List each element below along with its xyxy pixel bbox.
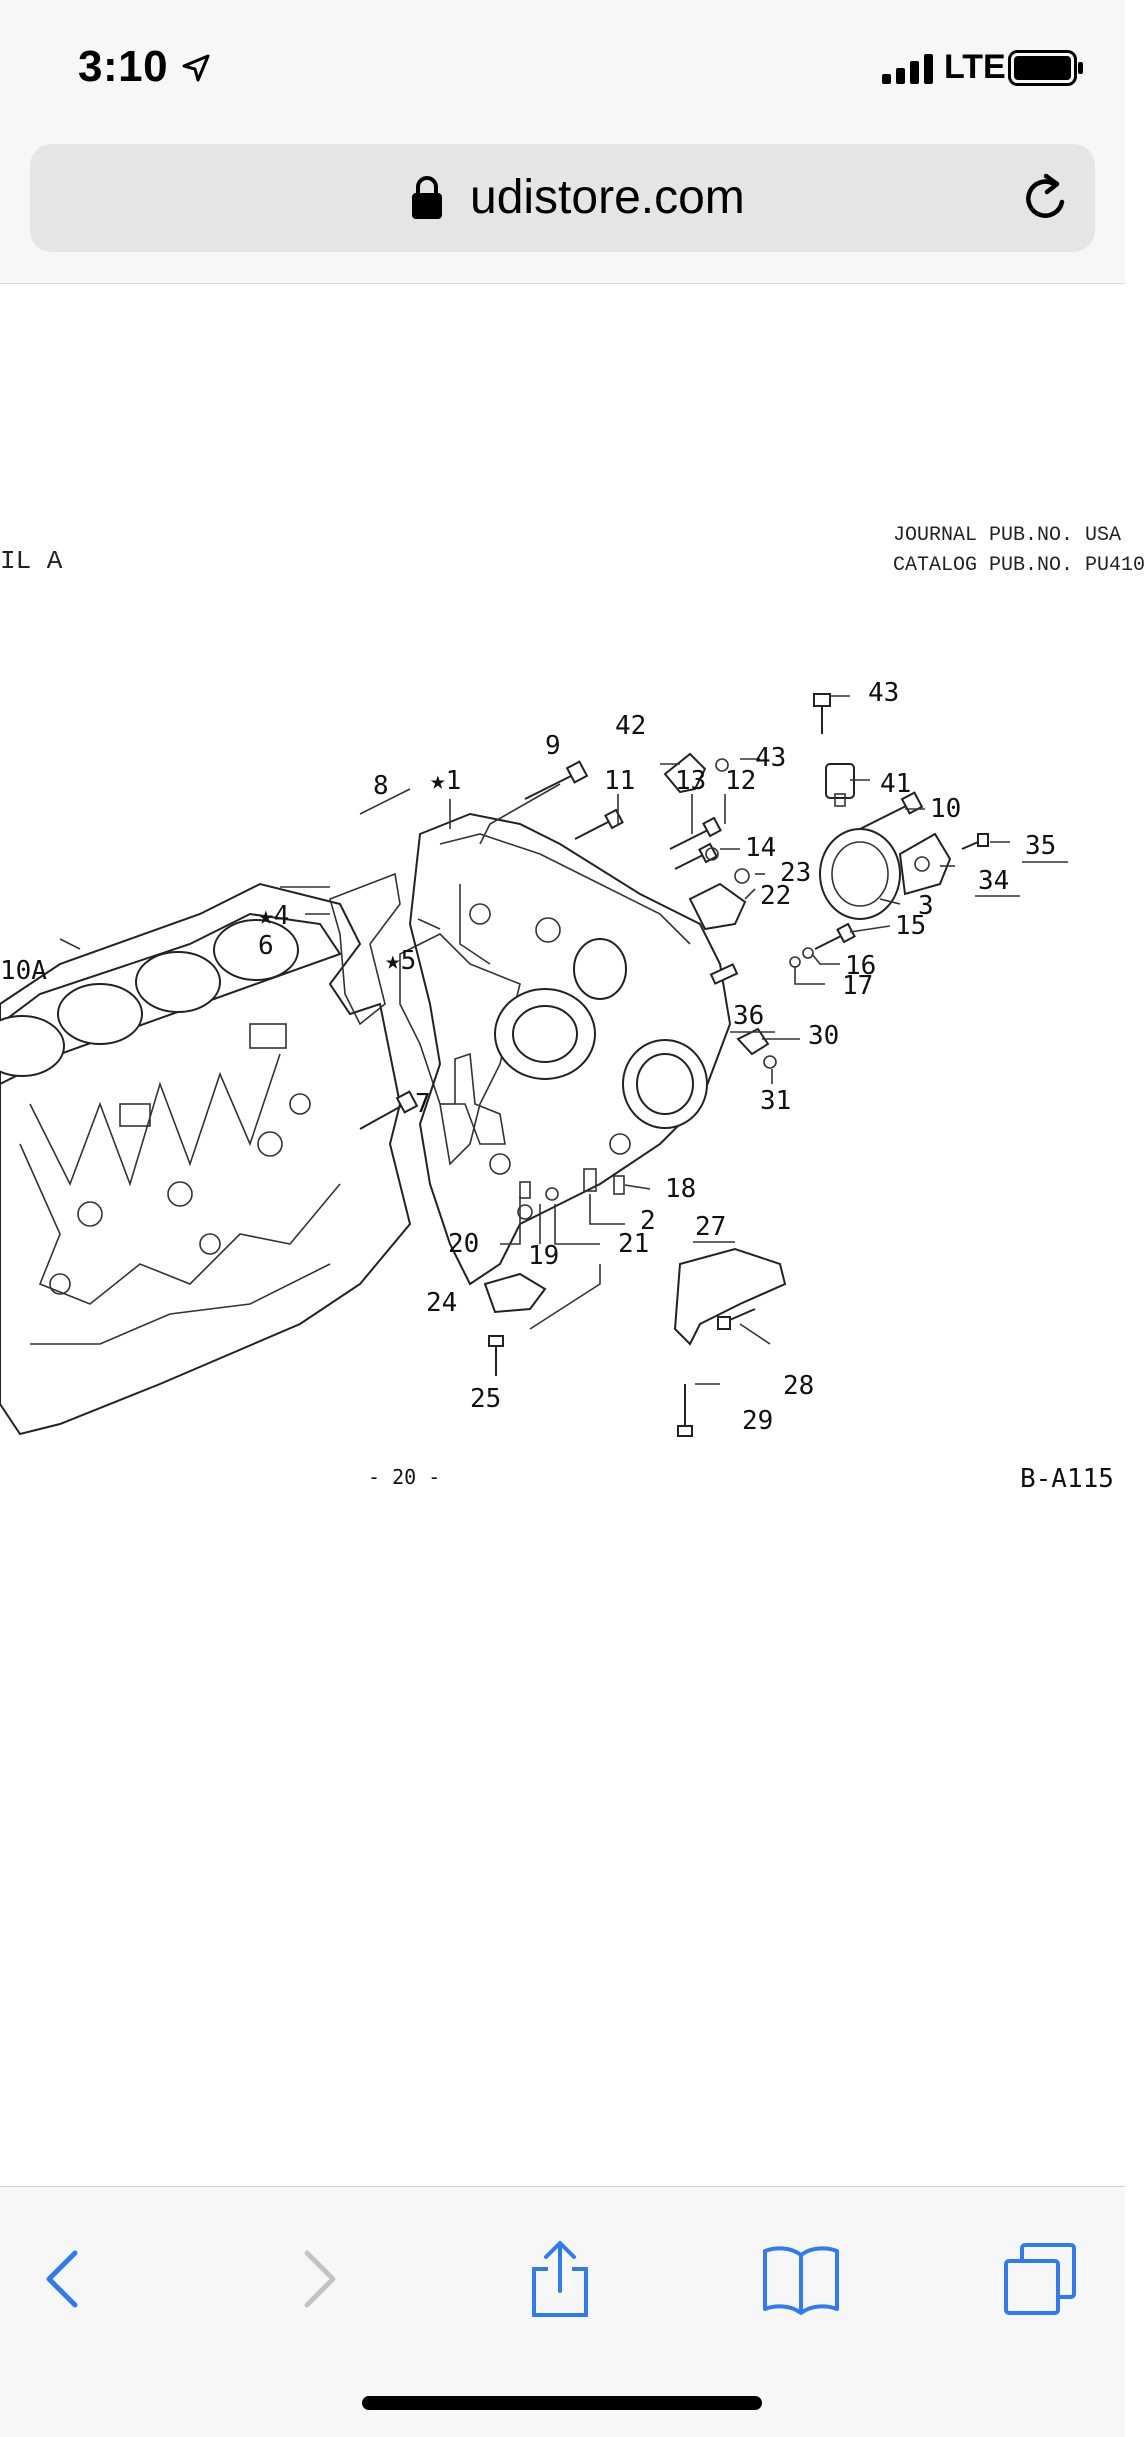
callout-6: 6 <box>258 931 274 961</box>
callout-34: 34 <box>978 866 1009 896</box>
catalog-pub-line: CATALOG PUB.NO. PU410 <box>893 554 1145 577</box>
engine-block-drawing <box>0 882 412 1436</box>
journal-pub-line: JOURNAL PUB.NO. USA <box>893 524 1122 547</box>
page-left-header: IL A <box>0 546 63 576</box>
back-icon[interactable] <box>25 2239 105 2319</box>
callout-43b: 43 <box>868 678 899 708</box>
callout-5: ★5 <box>385 946 416 976</box>
reload-icon[interactable] <box>1020 172 1072 224</box>
callout-16: 16 <box>845 951 876 981</box>
location-arrow-icon <box>182 54 210 82</box>
callout-17: 17 <box>842 971 873 1001</box>
callout-22: 22 <box>760 881 791 911</box>
browser-toolbar <box>0 2186 1125 2437</box>
signal-bars-icon <box>882 54 933 84</box>
callout-8: 8 <box>373 771 389 801</box>
front-cover-drawing <box>408 812 732 1286</box>
figure-code: B-A115 <box>1020 1464 1114 1494</box>
leader-lines <box>59 695 1010 1385</box>
browser-top-chrome: 3:10 LTE udistore.com <box>0 0 1125 284</box>
callout-labels: ★1 2 3 ★4 ★5 6 7 8 9 10 10A 11 12 13 14 … <box>0 678 1114 1494</box>
callout-42: 42 <box>615 711 646 741</box>
parts-diagram-page: IL A JOURNAL PUB.NO. USA CATALOG PUB.NO.… <box>0 284 1145 2184</box>
status-time: 3:10 <box>78 42 169 91</box>
callout-12: 12 <box>725 766 756 796</box>
callout-43a: 43 <box>755 743 786 773</box>
callout-9: 9 <box>545 731 561 761</box>
callout-24: 24 <box>426 1288 457 1318</box>
carrier-label: LTE <box>944 48 1006 86</box>
url-text: udistore.com <box>470 171 745 224</box>
bookmarks-icon[interactable] <box>761 2239 841 2319</box>
callout-29: 29 <box>742 1406 773 1436</box>
page-number: - 20 - <box>368 1465 440 1489</box>
tabs-icon[interactable] <box>1000 2239 1080 2319</box>
callout-15: 15 <box>895 911 926 941</box>
callout-7: 7 <box>415 1089 431 1119</box>
callout-25: 25 <box>470 1384 501 1414</box>
callout-30: 30 <box>808 1021 839 1051</box>
callout-20: 20 <box>448 1229 479 1259</box>
battery-icon <box>1008 50 1083 86</box>
callout-2: 2 <box>640 1206 656 1236</box>
share-icon[interactable] <box>520 2239 600 2319</box>
callout-18: 18 <box>665 1174 696 1204</box>
gasket-drawing <box>329 872 401 1026</box>
callout-10: 10 <box>930 794 961 824</box>
callout-35: 35 <box>1025 831 1056 861</box>
lock-icon <box>412 176 442 219</box>
callout-28: 28 <box>783 1371 814 1401</box>
forward-icon[interactable] <box>277 2239 357 2319</box>
callout-1: ★1 <box>430 766 461 796</box>
callout-27: 27 <box>695 1212 726 1242</box>
callout-10a: 10A <box>0 956 47 986</box>
callout-11: 11 <box>604 766 635 796</box>
callout-19: 19 <box>528 1241 559 1271</box>
address-bar[interactable]: udistore.com <box>30 144 1095 252</box>
callout-4: ★4 <box>258 901 289 931</box>
callout-3: 3 <box>918 891 934 921</box>
callout-21: 21 <box>618 1229 649 1259</box>
home-indicator[interactable] <box>362 2396 762 2410</box>
callout-14: 14 <box>745 833 776 863</box>
callout-13: 13 <box>675 766 706 796</box>
exploded-parts-diagram: ★1 2 3 ★4 ★5 6 7 8 9 10 10A 11 12 13 14 … <box>0 678 1114 1494</box>
callout-23: 23 <box>780 858 811 888</box>
callout-36: 36 <box>733 1001 764 1031</box>
callout-31: 31 <box>760 1086 791 1116</box>
callout-41: 41 <box>880 769 911 799</box>
